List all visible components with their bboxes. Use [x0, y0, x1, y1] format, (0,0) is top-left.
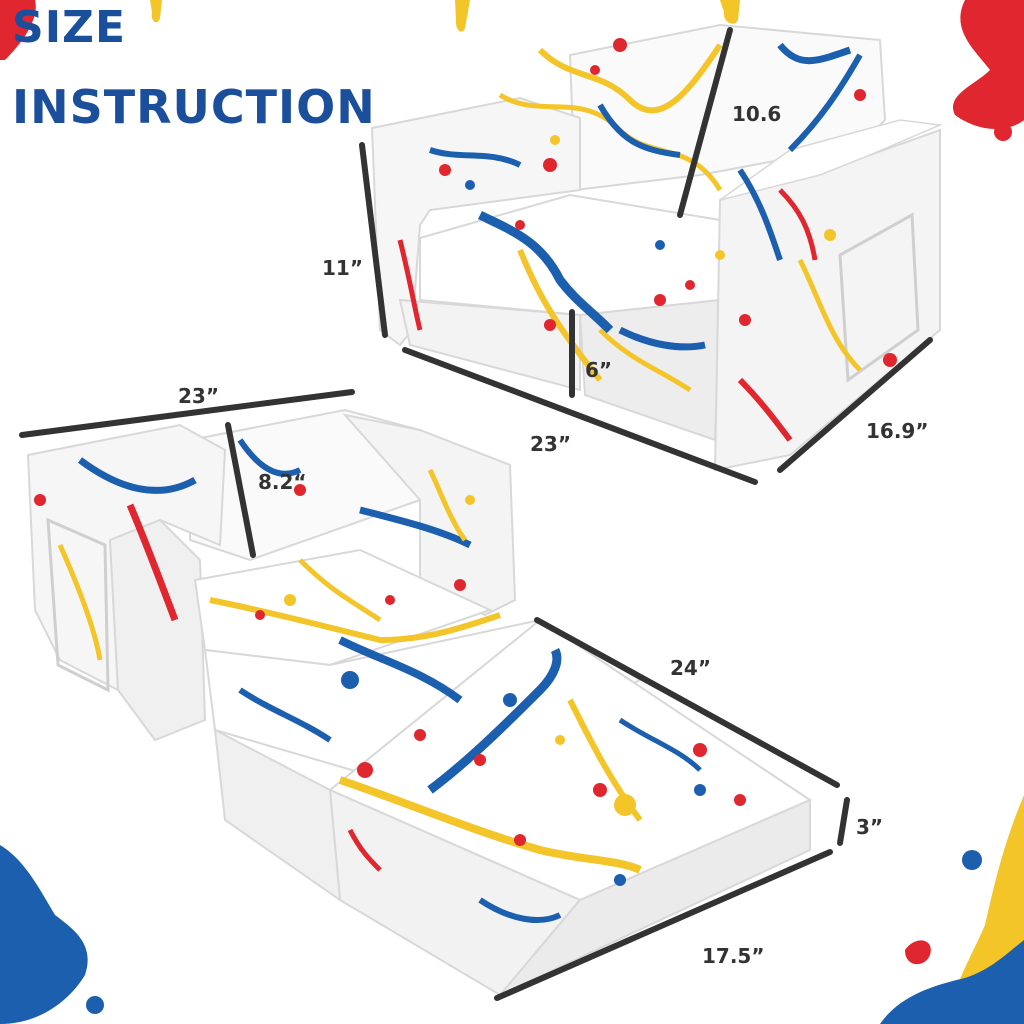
dimension-lines — [19, 27, 933, 1001]
bed-width-line — [494, 849, 833, 1001]
dim-width-bed: 23” — [178, 384, 219, 408]
total-height-line — [359, 142, 388, 338]
width-line-sofa — [402, 347, 758, 485]
dim-back-height: 10.6 — [732, 102, 782, 126]
bed-length-line — [534, 617, 840, 788]
heading-size: SIZE — [12, 2, 127, 53]
bed-thickness-line — [837, 797, 850, 846]
dim-bed-width: 17.5” — [702, 944, 765, 968]
dim-depth: 16.9” — [866, 419, 929, 443]
width-line-bed — [19, 389, 355, 438]
dim-width-sofa: 23” — [530, 432, 571, 456]
back-height-line — [677, 27, 733, 218]
dim-total-height: 11” — [322, 256, 363, 280]
dim-back-height-bed: 8.2“ — [258, 470, 307, 494]
sofa-chair-image — [370, 23, 943, 472]
dim-seat-height: 6” — [585, 358, 613, 382]
depth-line — [777, 337, 933, 473]
dim-bed-thickness: 3” — [856, 815, 884, 839]
sofa-bed-image — [26, 408, 813, 997]
dim-bed-length: 24” — [670, 656, 711, 680]
back-height-bed-line — [225, 422, 256, 558]
heading-instruction: INSTRUCTION — [12, 80, 376, 134]
